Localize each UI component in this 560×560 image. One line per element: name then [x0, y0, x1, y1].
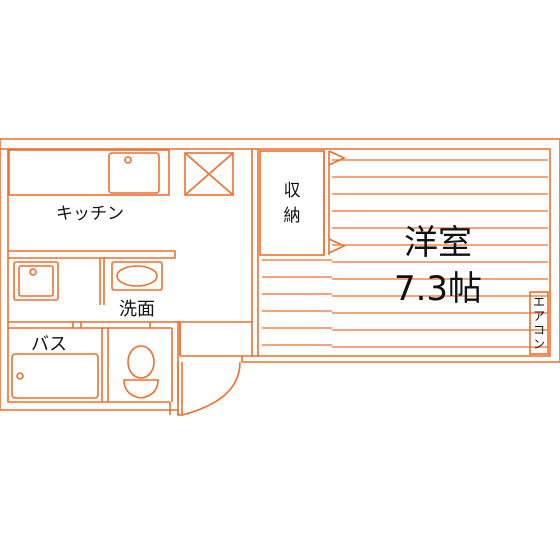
label-kitchen: キッチン	[56, 204, 124, 224]
bath-wall	[8, 321, 181, 402]
aircon-char: ン	[533, 337, 545, 351]
entrance-door	[177, 361, 241, 416]
outer-wall	[0, 138, 560, 415]
aircon-char: エ	[533, 295, 545, 309]
label-bath: バス	[31, 334, 67, 355]
aircon-char: コ	[533, 323, 545, 337]
aircon-unit	[529, 291, 549, 355]
kitchen-partition	[8, 250, 176, 305]
label-washroom: 洗面	[119, 299, 155, 320]
aircon-char: ア	[533, 309, 545, 323]
wash-basin	[111, 261, 163, 291]
label-storage-1: 収	[284, 181, 301, 201]
storage-closet	[259, 150, 346, 256]
washing-machine-pan	[13, 261, 59, 301]
toilet	[123, 345, 159, 399]
flooring-lines	[262, 159, 548, 348]
label-western-room: 洋室	[404, 223, 472, 263]
label-room-size: 7.3帖	[394, 269, 482, 309]
kitchen-counter	[8, 149, 234, 196]
bathtub	[11, 353, 99, 399]
label-storage-2: 納	[284, 206, 301, 226]
